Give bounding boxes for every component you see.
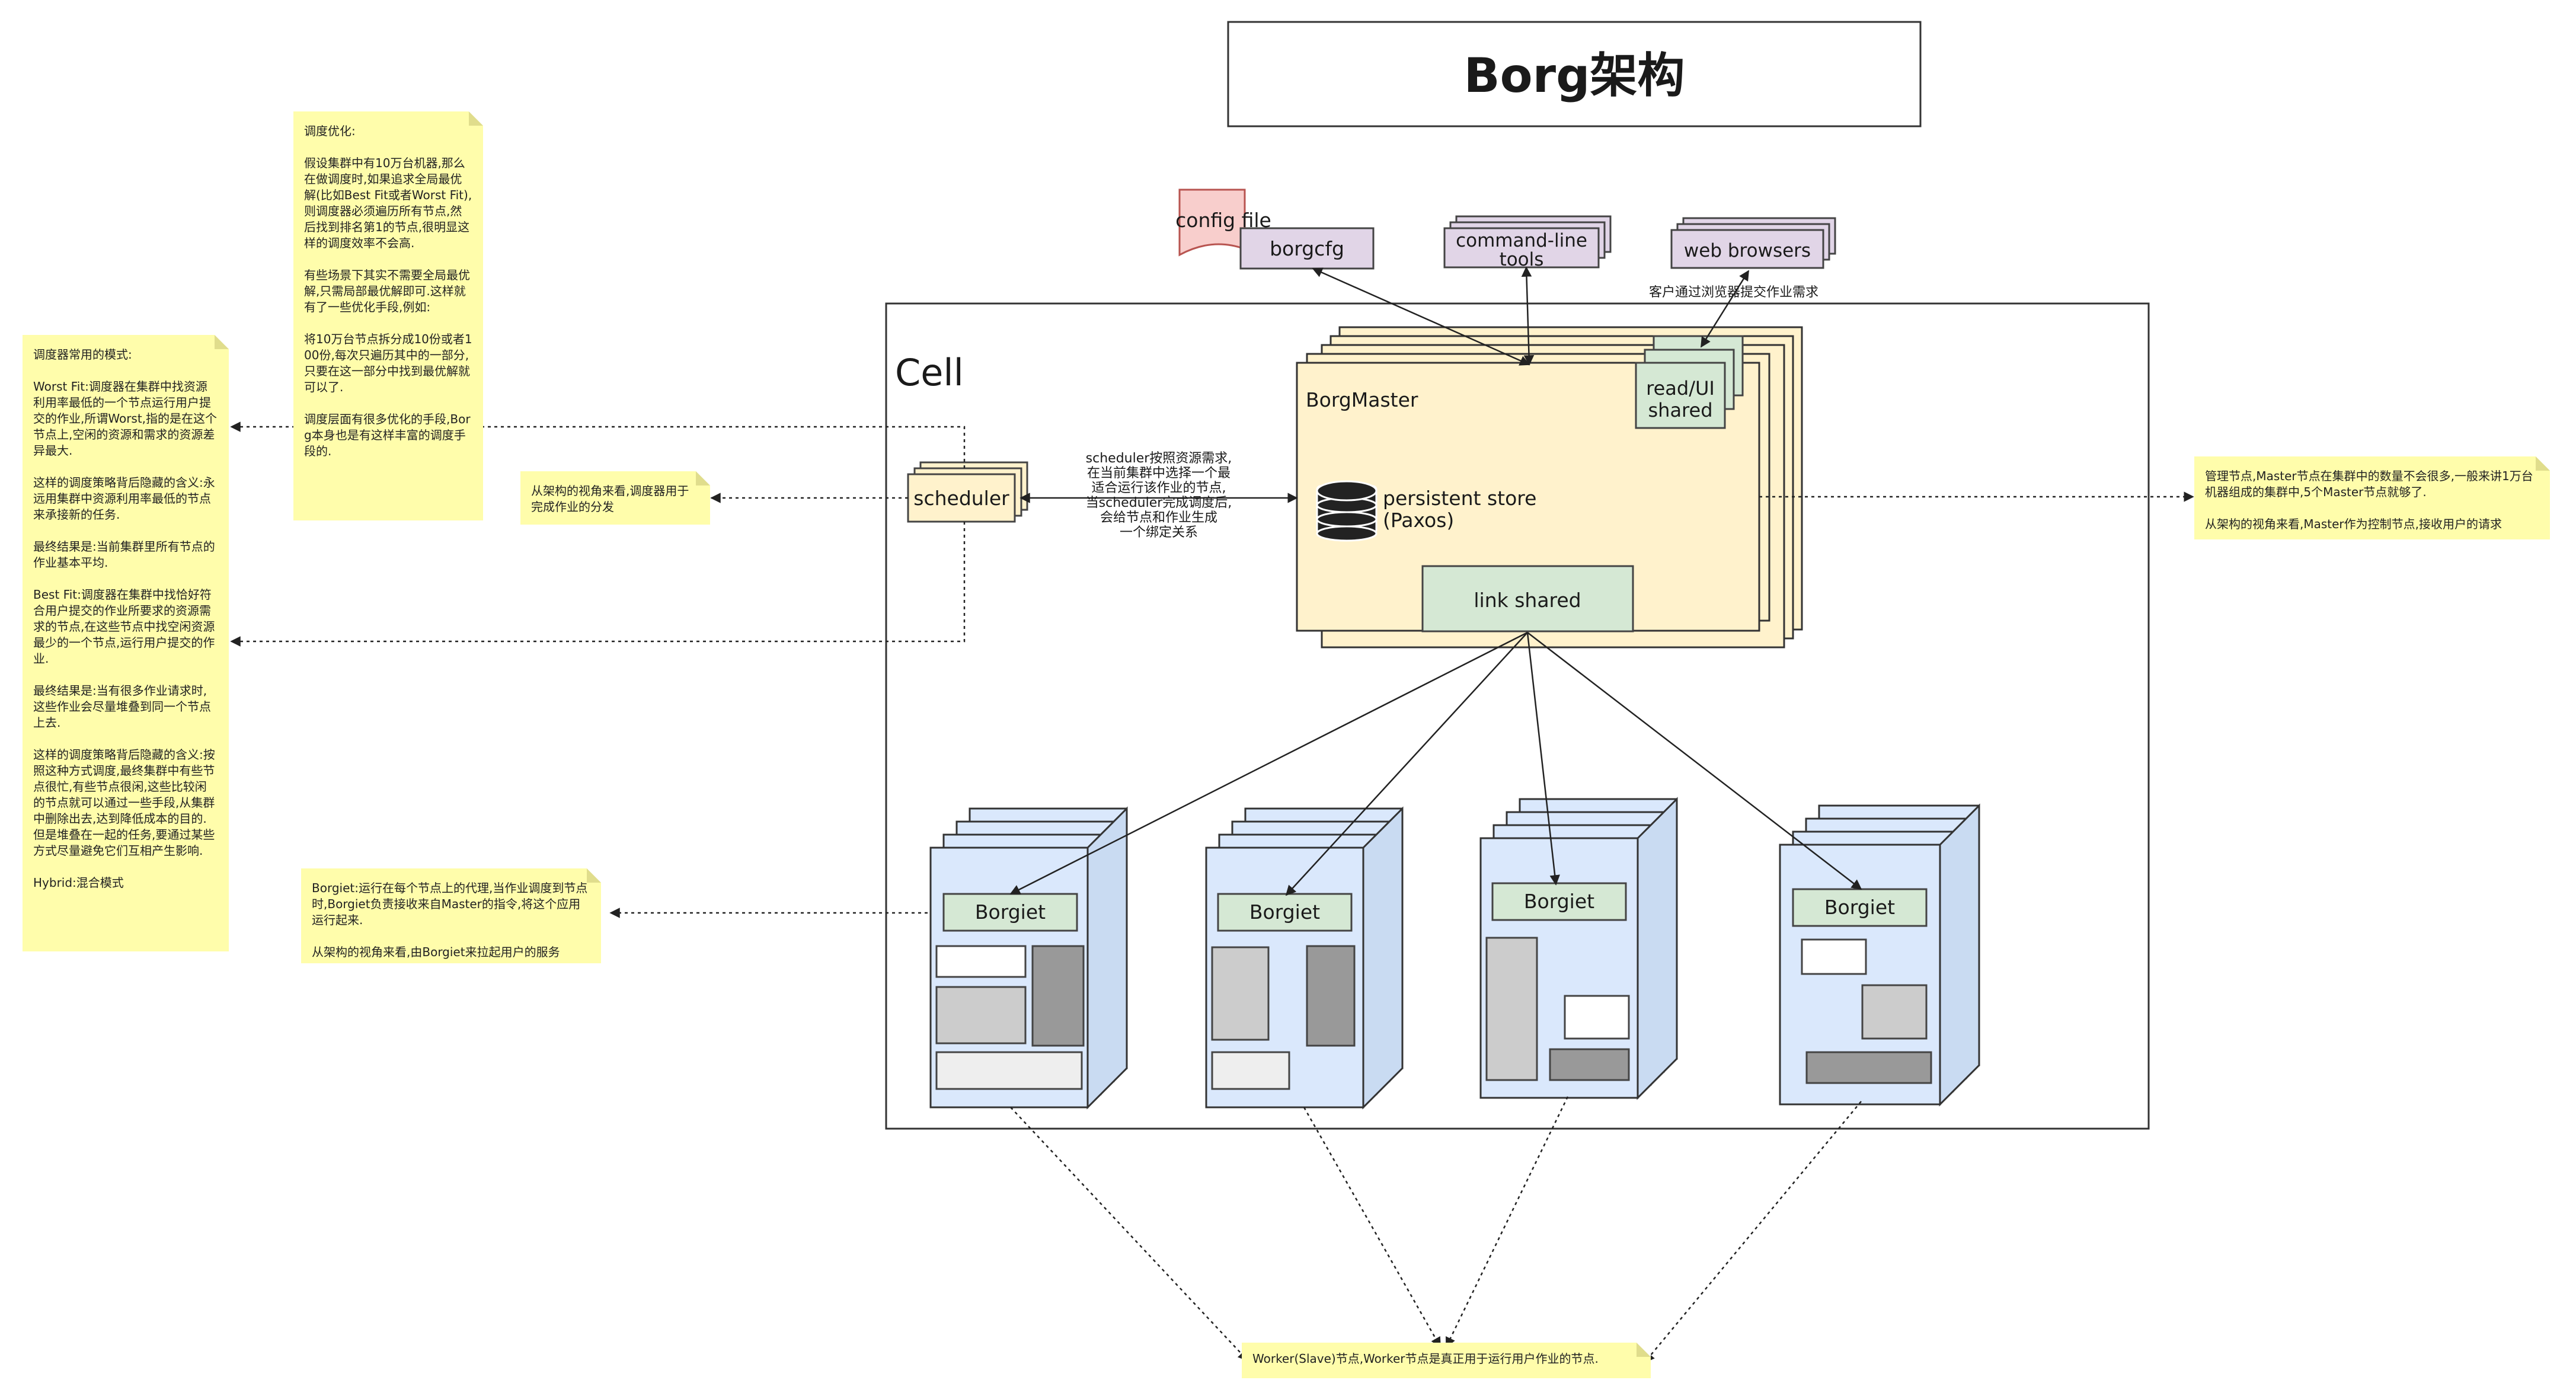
scheduler-caption-line: 在当前集群中选择一个最 xyxy=(1087,466,1231,481)
arrow-master-borglet-1 xyxy=(1009,631,1528,895)
borglet-resource-block xyxy=(1211,946,1270,1041)
borglet-resource-block xyxy=(1211,1051,1290,1090)
borgcfg-box[interactable] xyxy=(1239,227,1375,270)
readui-box[interactable] xyxy=(1635,362,1726,429)
arrow-borgcfg-master xyxy=(1312,267,1530,366)
arrow-master-borglet-4 xyxy=(1527,632,1862,890)
note-borglet-view: Borgiet:运行在每个节点上的代理,当作业调度到节点时,Borgiet负责接… xyxy=(301,868,601,963)
note-fold-corner xyxy=(2536,456,2550,471)
borglet-node[interactable]: Borgiet xyxy=(1779,803,1980,1107)
persistent-store-line2: (Paxos) xyxy=(1383,509,1454,532)
borglet-label-box xyxy=(1491,882,1627,921)
persistent-store-line1: persistent store xyxy=(1383,487,1536,510)
borglet-resource-block xyxy=(1861,984,1928,1040)
solid-connectors xyxy=(1009,266,1862,896)
borglet-label-box xyxy=(1792,888,1928,927)
borglet-resource-block xyxy=(1805,1051,1932,1084)
scheduler-caption-line: 适合运行该作业的节点, xyxy=(1092,481,1226,496)
borglet-node-side xyxy=(1086,806,1128,1110)
borglet-label: Borgiet xyxy=(1524,890,1594,913)
scheduler-caption-line: 一个绑定关系 xyxy=(1120,525,1198,540)
borglet-resource-block xyxy=(1549,1048,1630,1081)
borgmaster-label: BorgMaster xyxy=(1306,388,1418,411)
note-master-view: 管理节点,Master节点在集群中的数量不会很多,一般来讲1万台机器组成的集群中… xyxy=(2194,456,2550,539)
note-fold-corner xyxy=(469,111,483,126)
borglet-resource-block xyxy=(1564,995,1630,1040)
cli-label-line1: command-line xyxy=(1456,230,1587,251)
database-icon xyxy=(1316,480,1378,542)
dotted-worker-4 xyxy=(1644,1101,1862,1363)
note-scheduler-modes: 调度器常用的模式: Worst Fit:调度器在集群中找资源利用率最低的一个节点… xyxy=(23,335,229,951)
note-fold-corner xyxy=(696,471,710,485)
readui-line1: read/UI xyxy=(1646,377,1715,400)
cli-label-line2: tools xyxy=(1500,249,1544,270)
arrow-cli-master xyxy=(1521,266,1535,366)
borgcfg-label: borgcfg xyxy=(1270,237,1344,260)
link-shared-box[interactable] xyxy=(1421,565,1634,632)
borglet-resource-block xyxy=(1801,938,1867,975)
note-worker-view: Worker(Slave)节点,Worker节点是真正用于运行用户作业的节点. xyxy=(1242,1343,1651,1378)
dotted-worker-3 xyxy=(1445,1096,1569,1348)
borglet-node-side xyxy=(1637,797,1678,1100)
borglet-node-side xyxy=(1362,806,1404,1110)
arrow-web-readui xyxy=(1700,270,1750,348)
scheduler-caption-line: 会给节点和作业生成 xyxy=(1100,510,1217,525)
note-fold-corner xyxy=(215,335,229,349)
borglet-label: Borgiet xyxy=(975,900,1046,924)
borglet-resource-block xyxy=(935,1051,1083,1090)
borglet-resource-block xyxy=(1306,945,1356,1047)
title-box xyxy=(1227,21,1922,127)
borglet-node[interactable]: Borgiet xyxy=(1205,806,1404,1110)
borglet-resource-block xyxy=(935,986,1027,1044)
scheduler-caption-line: scheduler按照资源需求, xyxy=(1086,451,1232,466)
borglet-node-side xyxy=(1939,803,1980,1107)
title-text: Borg架构 xyxy=(1464,48,1685,103)
dotted-scheduler-modes-2 xyxy=(230,522,966,647)
cell-label: Cell xyxy=(895,351,964,394)
web-browsers-caption: 客户通过浏览器提交作业需求 xyxy=(1649,285,1818,300)
cli-box[interactable] xyxy=(1443,227,1600,269)
dotted-worker-1 xyxy=(1010,1107,1249,1362)
link-shared-label: link shared xyxy=(1474,589,1581,612)
borglet-node[interactable]: Borgiet xyxy=(1479,797,1678,1100)
note-scheduler-view: 从架构的视角来看,调度器用于完成作业的分发 xyxy=(520,471,710,525)
borglet-label: Borgiet xyxy=(1249,900,1320,924)
borglet-resource-block xyxy=(1031,945,1085,1047)
borglet-label-box xyxy=(1217,893,1353,932)
web-browsers-box[interactable] xyxy=(1670,229,1824,269)
note-scheduling-optimization: 调度优化: 假设集群中有10万台机器,那么在做调度时,如果追求全局最优解(比如B… xyxy=(293,111,483,520)
arrow-master-borglet-3 xyxy=(1526,632,1560,886)
readui-line2: shared xyxy=(1648,399,1712,421)
dotted-worker-2 xyxy=(1303,1107,1442,1348)
note-fold-corner xyxy=(587,868,601,883)
borglet-resource-block xyxy=(935,945,1027,978)
borglet-resource-block xyxy=(1485,937,1538,1081)
note-fold-corner xyxy=(1637,1343,1651,1357)
borglet-nodes: Borgiet Borgiet Borgiet Borgiet xyxy=(929,797,1980,1110)
scheduler-label: scheduler xyxy=(913,487,1009,510)
arrow-master-borglet-2 xyxy=(1285,632,1528,896)
borglet-label: Borgiet xyxy=(1824,896,1895,919)
borglet-node[interactable]: Borgiet xyxy=(929,806,1128,1110)
web-browsers-label: web browsers xyxy=(1684,240,1811,261)
